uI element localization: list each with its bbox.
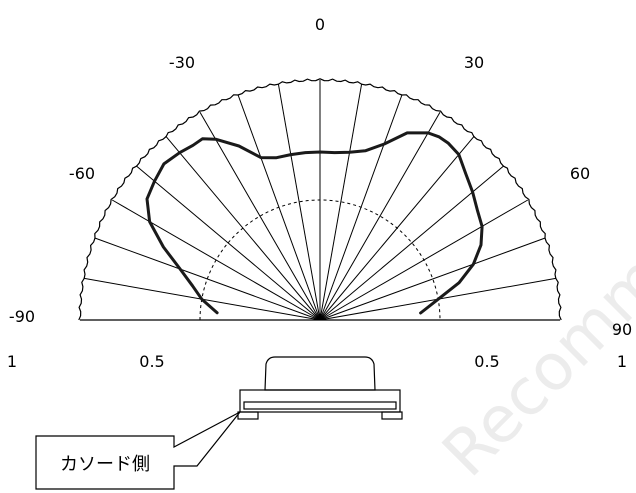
angle-label-90: 90 [612, 320, 632, 339]
spoke--10 [277, 83, 321, 321]
angle-label-m60: -60 [69, 164, 95, 183]
led-package-diagram [237, 356, 403, 420]
spoke-60 [319, 199, 529, 321]
spoke--50 [135, 165, 321, 321]
callout-label: カソード側 [60, 454, 150, 475]
radial-label-right-1: 1 [617, 352, 627, 371]
spoke-40 [319, 135, 475, 321]
radial-spokes [83, 80, 557, 321]
angle-label-0: 0 [315, 15, 325, 34]
intensity-curve [145, 131, 484, 315]
outer-arc [78, 78, 562, 321]
spoke--30 [199, 111, 321, 321]
spoke--60 [111, 199, 321, 321]
spoke-30 [319, 111, 441, 321]
angle-label-30: 30 [464, 53, 484, 72]
angle-label-60: 60 [570, 164, 590, 183]
angle-label-m90: -90 [9, 307, 35, 326]
spoke-70 [319, 237, 546, 321]
radial-label-left-0.5: 0.5 [139, 352, 164, 371]
radial-label-right-0.5: 0.5 [474, 352, 499, 371]
angle-label-m30: -30 [169, 53, 195, 72]
spoke-10 [319, 83, 363, 321]
spoke--70 [94, 237, 321, 321]
radial-label-left-1: 1 [7, 352, 17, 371]
cathode-callout: カソード側 [35, 411, 241, 490]
watermark: Recommen [429, 184, 636, 491]
spoke--40 [165, 135, 321, 321]
spoke-20 [319, 94, 403, 321]
spoke--20 [237, 94, 321, 321]
